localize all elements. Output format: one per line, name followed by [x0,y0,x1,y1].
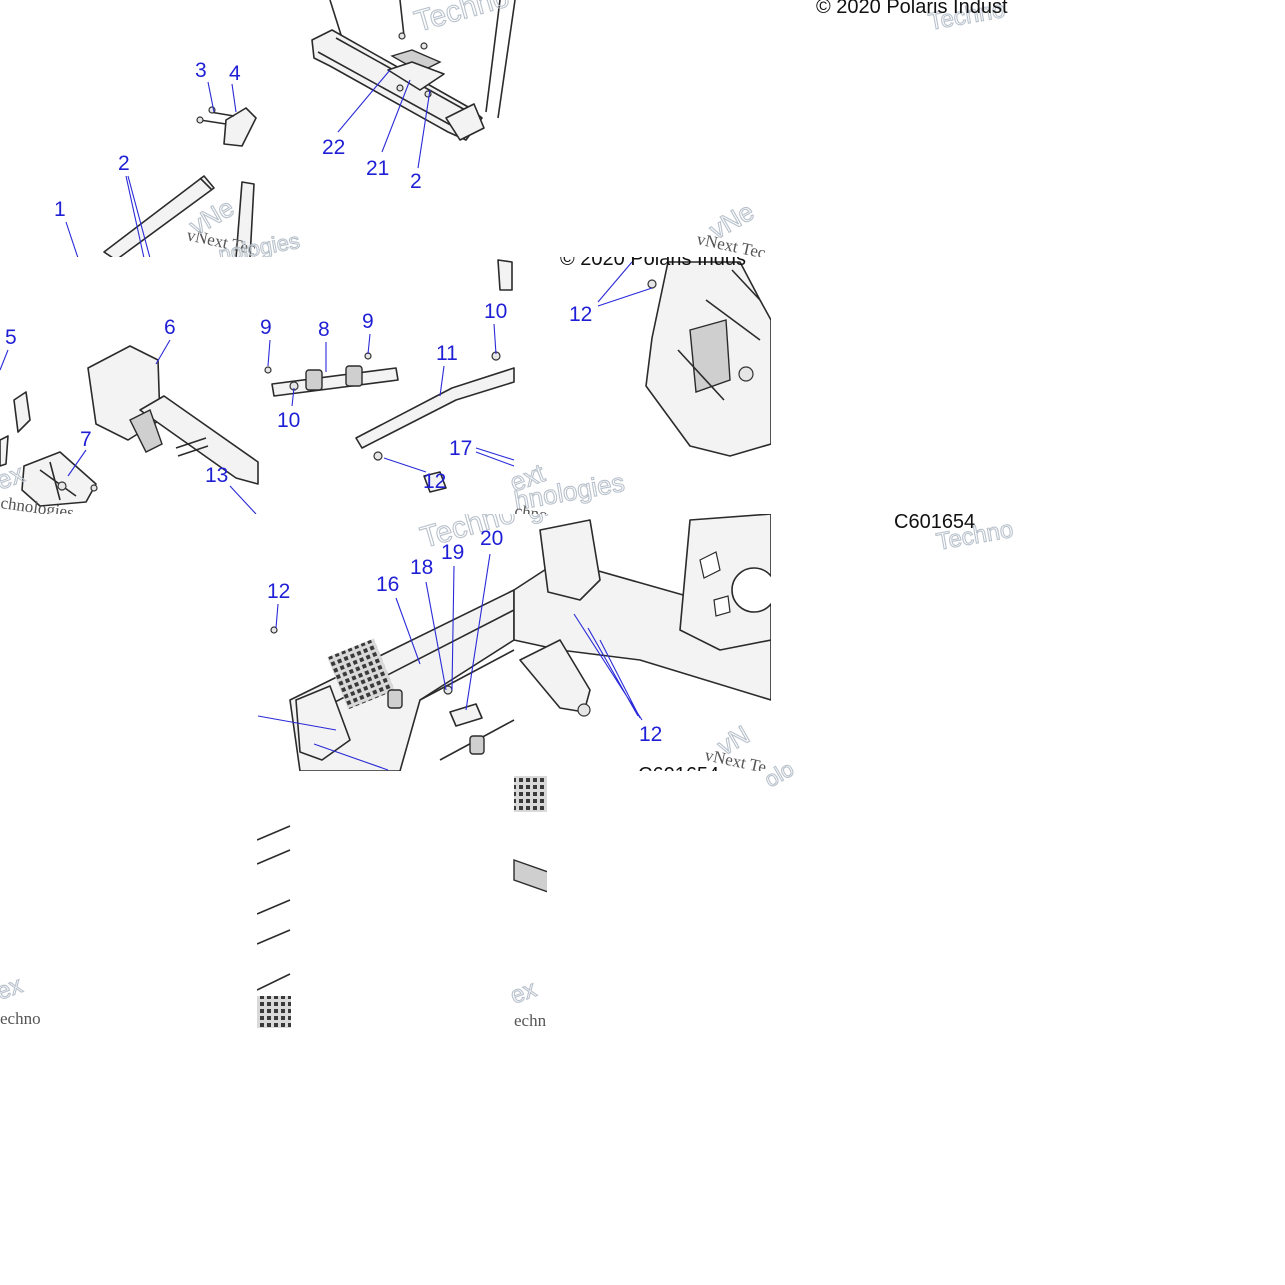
svg-text:chno: chno [513,501,548,524]
callout-10: 10 [277,409,300,432]
callout-2: 2 [118,152,130,175]
callout-3: 3 [195,59,207,82]
frame-tube-1 [103,175,215,257]
callout-12: 12 [639,723,662,746]
callout-1: 1 [54,198,66,221]
copyright-text: © 2020 Polaris Indust [816,0,1008,18]
bar-11 [355,259,515,493]
bracket-7 [21,451,98,507]
callout-2: 2 [410,170,422,193]
callout-4: 4 [229,62,241,85]
callout-12: 12 [569,303,592,326]
callout-7: 7 [80,428,92,451]
callout-8: 8 [318,318,330,341]
bracket-5 [0,391,31,467]
upper-frame-cage [311,0,516,141]
callout-21: 21 [366,157,389,180]
figure-id: C601654 [894,511,975,533]
svg-text:Techno: Techno [417,496,519,554]
tile-top: Techno Techno vNext Tec vNe nologies vNe… [65,0,1008,257]
svg-text:echn: echn [514,1011,547,1030]
callout-16: 16 [376,573,399,596]
callout-18: 18 [410,556,433,579]
callout-6: 6 [164,316,176,339]
strut-bracket [196,106,257,147]
callout-11: 11 [436,342,458,365]
watermark: ex [0,972,26,1006]
figure-id-repeat: C601654 [638,764,719,786]
watermark: echno [0,1009,41,1028]
copyright-text-repeat: © 2020 Polaris Indus [560,248,746,270]
callout-19: 19 [441,541,464,564]
callout-9: 9 [362,310,374,333]
callout-9: 9 [260,316,272,339]
frame-tube-upright [235,181,255,257]
callout-12: 12 [423,470,446,493]
svg-text:ex: ex [507,976,540,1010]
tile-middle: ex chnologies ext hnologies chno [0,259,771,524]
callout-20: 20 [480,527,503,550]
link-rod-8 [264,351,501,397]
callout-5: 5 [5,326,17,349]
callout-labels: 1 2 2 3 4 5 6 7 8 9 9 10 10 11 12 12 12 … [5,59,662,746]
frame-bulkhead [519,514,771,717]
callout-13: 13 [205,464,228,487]
callout-12: 12 [267,580,290,603]
callout-10: 10 [484,300,507,323]
tile-lower: Techno gies vNext Te vN [257,496,771,771]
frame-section-right [645,261,771,457]
tile-bottom: ex echn [257,776,547,1030]
frame-member-6 [87,345,259,485]
callout-22: 22 [322,136,345,159]
callout-17: 17 [449,437,472,460]
